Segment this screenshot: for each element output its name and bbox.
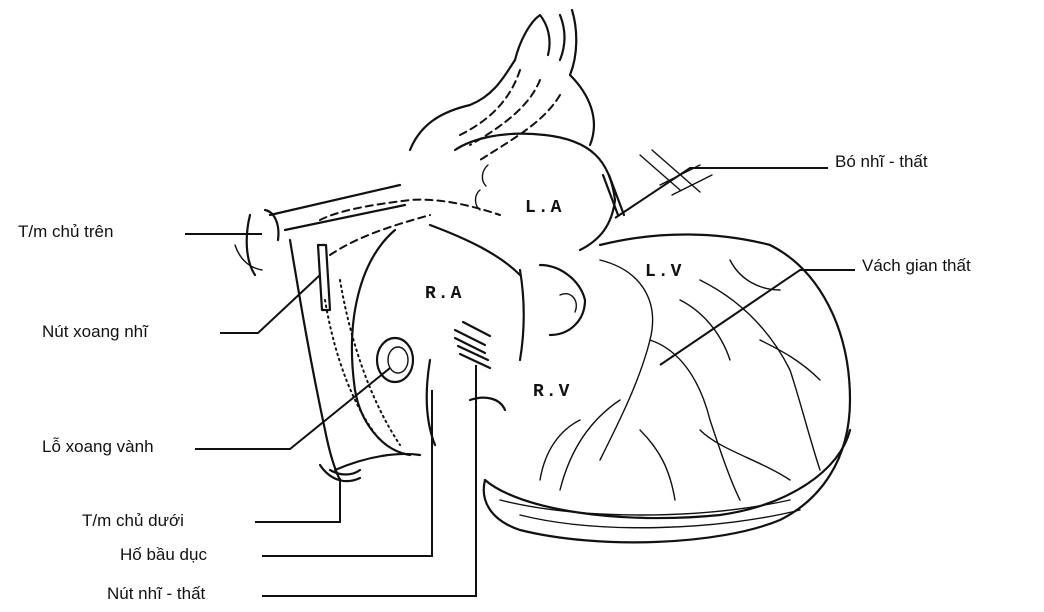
leader-vach-gian-that bbox=[660, 270, 855, 365]
leader-ho-bau-duc bbox=[262, 390, 432, 556]
superior-vena-cava bbox=[247, 185, 400, 275]
label-tm-chu-duoi: T/m chủ dưới bbox=[82, 511, 184, 531]
label-bo-nhi-that: Bó nhĩ - thất bbox=[835, 152, 928, 172]
leader-tm-chu-duoi bbox=[255, 478, 340, 522]
label-ho-bau-duc: Hố bầu dục bbox=[120, 545, 207, 565]
chamber-label-ra: R.A bbox=[425, 284, 463, 304]
av-node bbox=[455, 322, 490, 368]
sinus-node bbox=[318, 245, 330, 310]
leader-nut-nhi-that bbox=[262, 365, 476, 596]
fossa-ovalis bbox=[427, 360, 505, 445]
label-nut-nhi-that: Nút nhĩ - thất bbox=[107, 584, 205, 604]
label-tm-chu-tren: T/m chủ trên bbox=[18, 222, 113, 242]
chamber-label-lv: L.V bbox=[645, 262, 683, 282]
leader-bo-nhi-that bbox=[615, 168, 828, 218]
chamber-label-la: L.A bbox=[525, 198, 563, 218]
label-lo-xoang-vanh: Lỗ xoang vành bbox=[42, 437, 154, 457]
label-nut-xoang-nhi: Nút xoang nhĩ bbox=[42, 322, 148, 342]
aorta-outline bbox=[515, 10, 594, 145]
right-atrium-outline bbox=[352, 225, 520, 455]
label-vach-gian-that: Vách gian thất bbox=[862, 256, 971, 276]
chamber-label-rv: R.V bbox=[533, 382, 571, 402]
purkinje-fibers bbox=[540, 260, 820, 500]
